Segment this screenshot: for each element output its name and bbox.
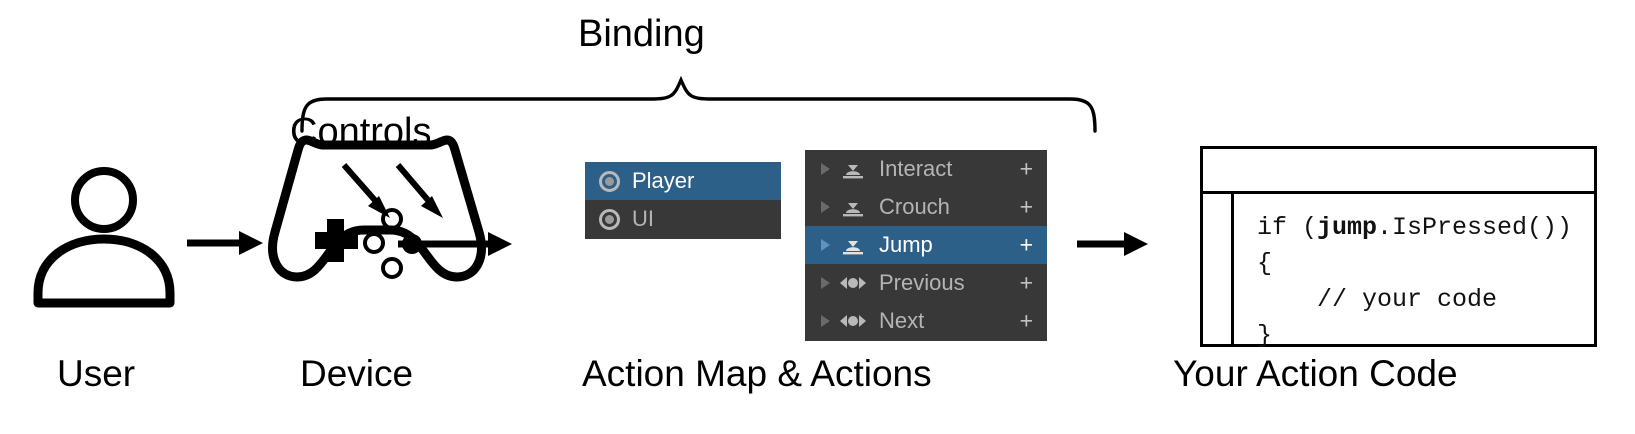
controls-arrow-left — [341, 163, 390, 218]
foldout-triangle-icon[interactable] — [817, 161, 839, 177]
gamepad-button-right-active — [402, 234, 422, 254]
arrow-user-to-device — [187, 231, 263, 255]
add-binding-button[interactable]: + — [1019, 269, 1033, 296]
caption-user: User — [57, 353, 136, 394]
action-map-label: Player — [632, 168, 695, 193]
add-binding-button[interactable]: + — [1019, 307, 1033, 334]
axis-1d-icon — [839, 309, 867, 333]
action-label: Crouch — [879, 194, 950, 219]
action-label: Previous — [879, 270, 965, 295]
foldout-triangle-icon[interactable] — [817, 275, 839, 291]
action-row-previous[interactable]: Previous + — [805, 264, 1047, 302]
user-person-icon — [33, 167, 175, 308]
gamepad-button-top — [381, 208, 403, 230]
binding-brace — [300, 75, 1097, 133]
code-editor-window[interactable]: if (jump.IsPressed()) { // your code } — [1200, 146, 1597, 350]
action-row-interact[interactable]: Interact + — [805, 150, 1047, 188]
button-press-icon — [839, 157, 867, 181]
action-map-label: UI — [632, 206, 654, 231]
action-row-crouch[interactable]: Crouch + — [805, 188, 1047, 226]
action-map-ring-icon — [599, 170, 620, 192]
dpad-icon — [315, 219, 358, 262]
action-row-jump[interactable]: Jump + — [805, 226, 1047, 264]
action-label: Interact — [879, 156, 953, 181]
controls-label: Controls — [290, 111, 432, 153]
code-editor-gutter — [1203, 194, 1234, 344]
gamepad-controller-icon — [268, 135, 486, 282]
gamepad-button-bottom — [381, 257, 403, 279]
code-line-4: } — [1257, 321, 1273, 350]
binding-label: Binding — [578, 13, 705, 55]
code-line-1-bold: jump — [1317, 213, 1378, 242]
action-map-list[interactable]: Player UI — [585, 162, 781, 239]
action-label: Next — [879, 308, 925, 333]
code-line-1-pre: if ( — [1257, 213, 1318, 242]
gamepad-button-left — [363, 232, 385, 254]
foldout-triangle-icon[interactable] — [817, 237, 839, 253]
code-line-1: if (jump.IsPressed()) — [1257, 210, 1594, 246]
foldout-triangle-icon[interactable] — [817, 199, 839, 215]
caption-your-action-code: Your Action Code — [1173, 353, 1458, 394]
add-binding-button[interactable]: + — [1019, 155, 1033, 182]
code-editor-titlebar — [1203, 149, 1594, 194]
code-line-2: { — [1257, 249, 1273, 278]
action-map-ring-icon — [599, 208, 620, 230]
action-map-row-player[interactable]: Player — [585, 162, 781, 200]
controls-arrow-right — [395, 163, 443, 218]
code-line-3: // your code — [1257, 285, 1498, 314]
code-editor-text-area[interactable]: if (jump.IsPressed()) { // your code } — [1237, 194, 1594, 350]
action-row-next[interactable]: Next + — [805, 302, 1047, 340]
button-press-icon — [839, 195, 867, 219]
add-binding-button[interactable]: + — [1019, 193, 1033, 220]
add-binding-button[interactable]: + — [1019, 231, 1033, 258]
caption-device: Device — [300, 353, 414, 394]
foldout-triangle-icon[interactable] — [817, 313, 839, 329]
button-press-icon — [839, 233, 867, 257]
code-line-1-post: .IsPressed()) — [1377, 213, 1573, 242]
arrow-actions-to-code — [1077, 232, 1148, 256]
actions-list[interactable]: Interact + Crouch + — [805, 150, 1047, 341]
caption-action-maps: Action Map & Actions — [582, 353, 932, 394]
action-label: Jump — [879, 232, 933, 257]
action-map-row-ui[interactable]: UI — [585, 200, 781, 238]
axis-1d-icon — [839, 271, 867, 295]
